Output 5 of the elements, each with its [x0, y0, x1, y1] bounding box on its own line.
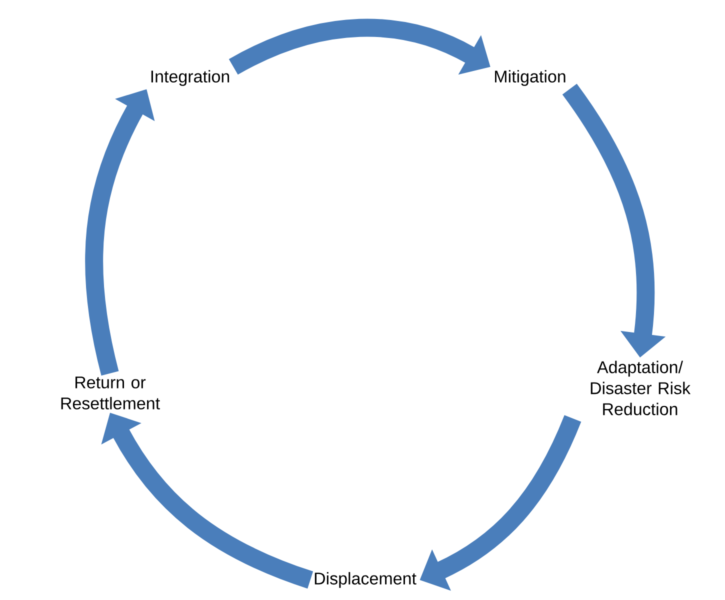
cycle-label: Return or Resettlement — [61, 376, 160, 410]
cycle-label: Displacement — [314, 572, 416, 588]
cycle-label: Integration — [151, 70, 230, 86]
cycle-label: Mitigation — [495, 70, 566, 86]
cycle-label: Adaptation/ Disaster Risk Reduction — [590, 360, 691, 416]
